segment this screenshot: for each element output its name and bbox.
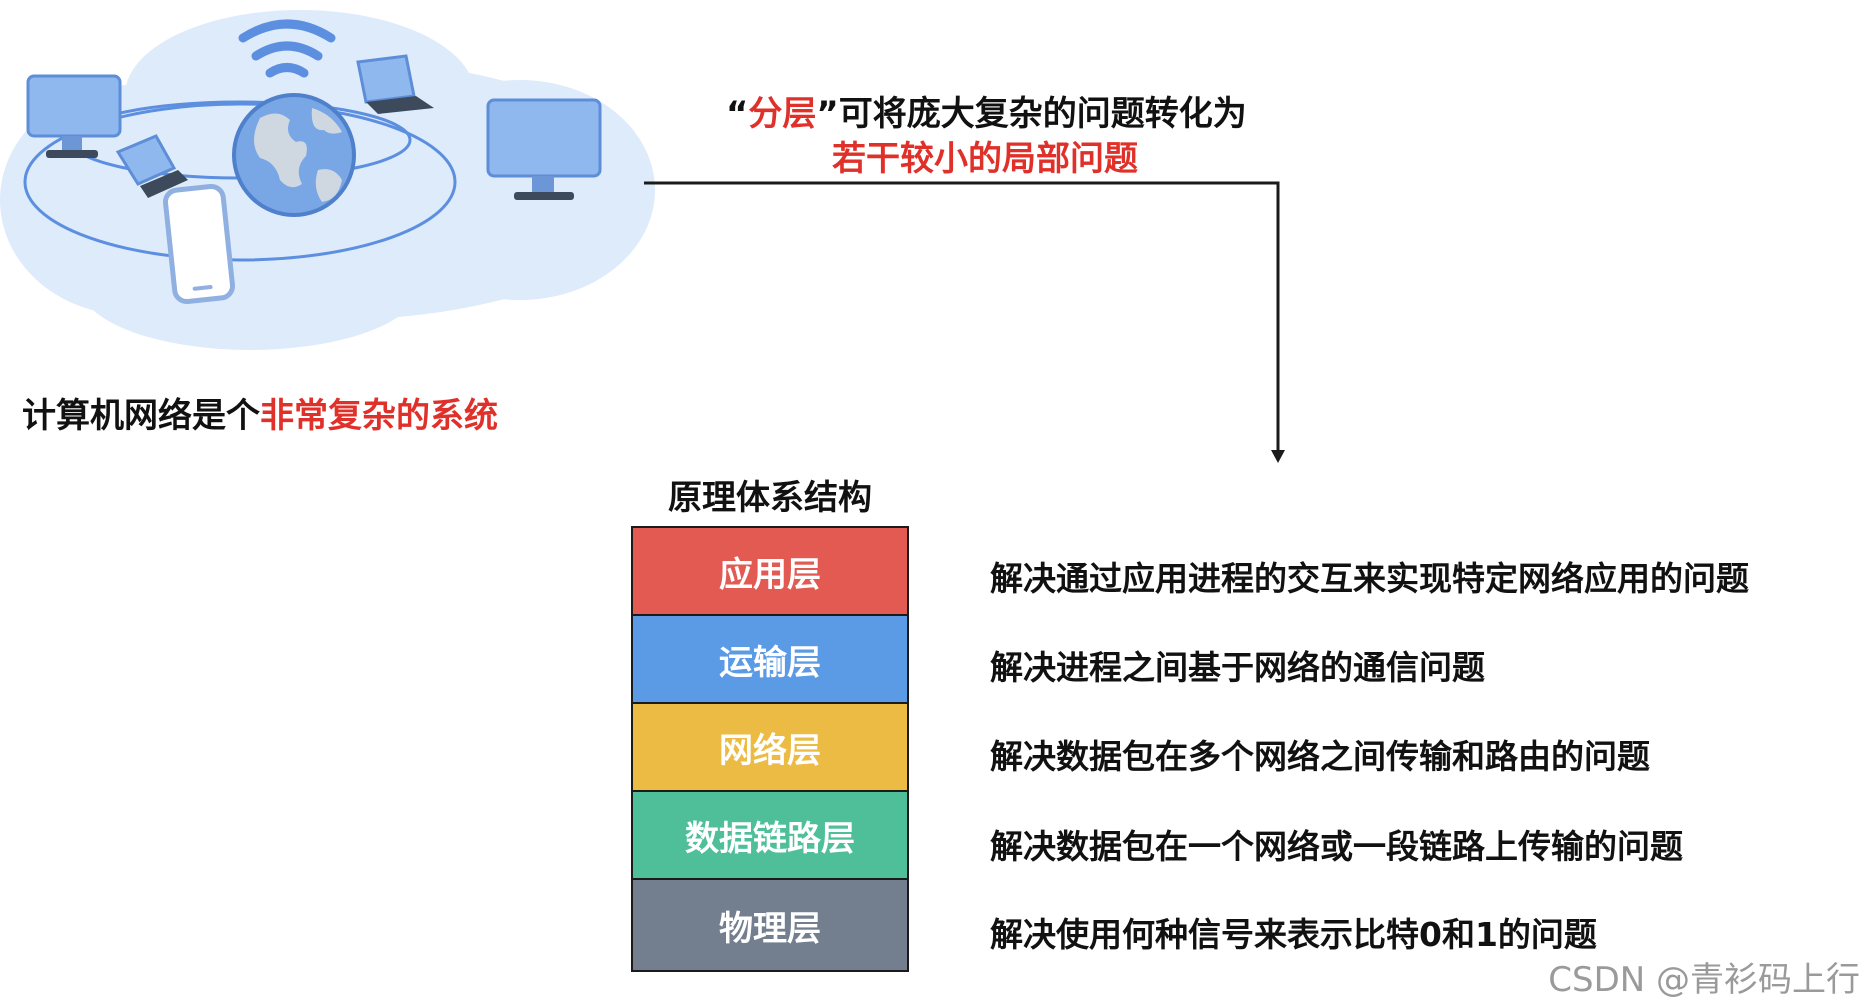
watermark: CSDN @青衫码上行	[1548, 960, 1860, 1000]
complex-system-caption: 计算机网络是个非常复杂的系统	[22, 388, 498, 437]
globe-icon	[232, 93, 356, 217]
layering-caption-rest: 可将庞大复杂的问题转化为	[838, 94, 1247, 134]
layer-description-data-link: 解决数据包在一个网络或一段链路上传输的问题	[990, 827, 1683, 866]
desktop-icon-right	[486, 98, 602, 200]
smartphone-icon	[162, 183, 236, 305]
network-illustration	[0, 10, 655, 350]
layering-caption-line1: “分层”可将庞大复杂的问题转化为	[726, 86, 1247, 135]
layer-physical: 物理层	[633, 880, 907, 970]
layering-keyword: 分层	[748, 94, 817, 134]
layer-transport: 运输层	[633, 616, 907, 704]
layer-description-transport: 解决进程之间基于网络的通信问题	[990, 648, 1485, 687]
layer-description-network: 解决数据包在多个网络之间传输和路由的问题	[990, 737, 1650, 776]
laptop-icon-left	[115, 134, 188, 198]
layer-network: 网络层	[633, 704, 907, 792]
layer-description-application: 解决通过应用进程的交互来实现特定网络应用的问题	[990, 559, 1749, 598]
quote-open: “	[726, 94, 749, 134]
layer-data-link: 数据链路层	[633, 792, 907, 880]
architecture-title: 原理体系结构	[668, 478, 872, 518]
desktop-icon-left	[26, 74, 122, 158]
complex-caption-prefix: 计算机网络是个	[22, 396, 260, 436]
layer-description-physical: 解决使用何种信号来表示比特0和1的问题	[990, 915, 1597, 954]
layer-stack: 应用层 运输层 网络层 数据链路层 物理层	[631, 526, 909, 972]
wifi-icon	[238, 19, 336, 78]
layering-caption-line2: 若干较小的局部问题	[832, 139, 1138, 179]
complex-caption-highlight: 非常复杂的系统	[260, 396, 498, 436]
laptop-icon-top	[356, 54, 434, 114]
quote-close: ”	[816, 94, 839, 134]
layer-application: 应用层	[633, 528, 907, 616]
